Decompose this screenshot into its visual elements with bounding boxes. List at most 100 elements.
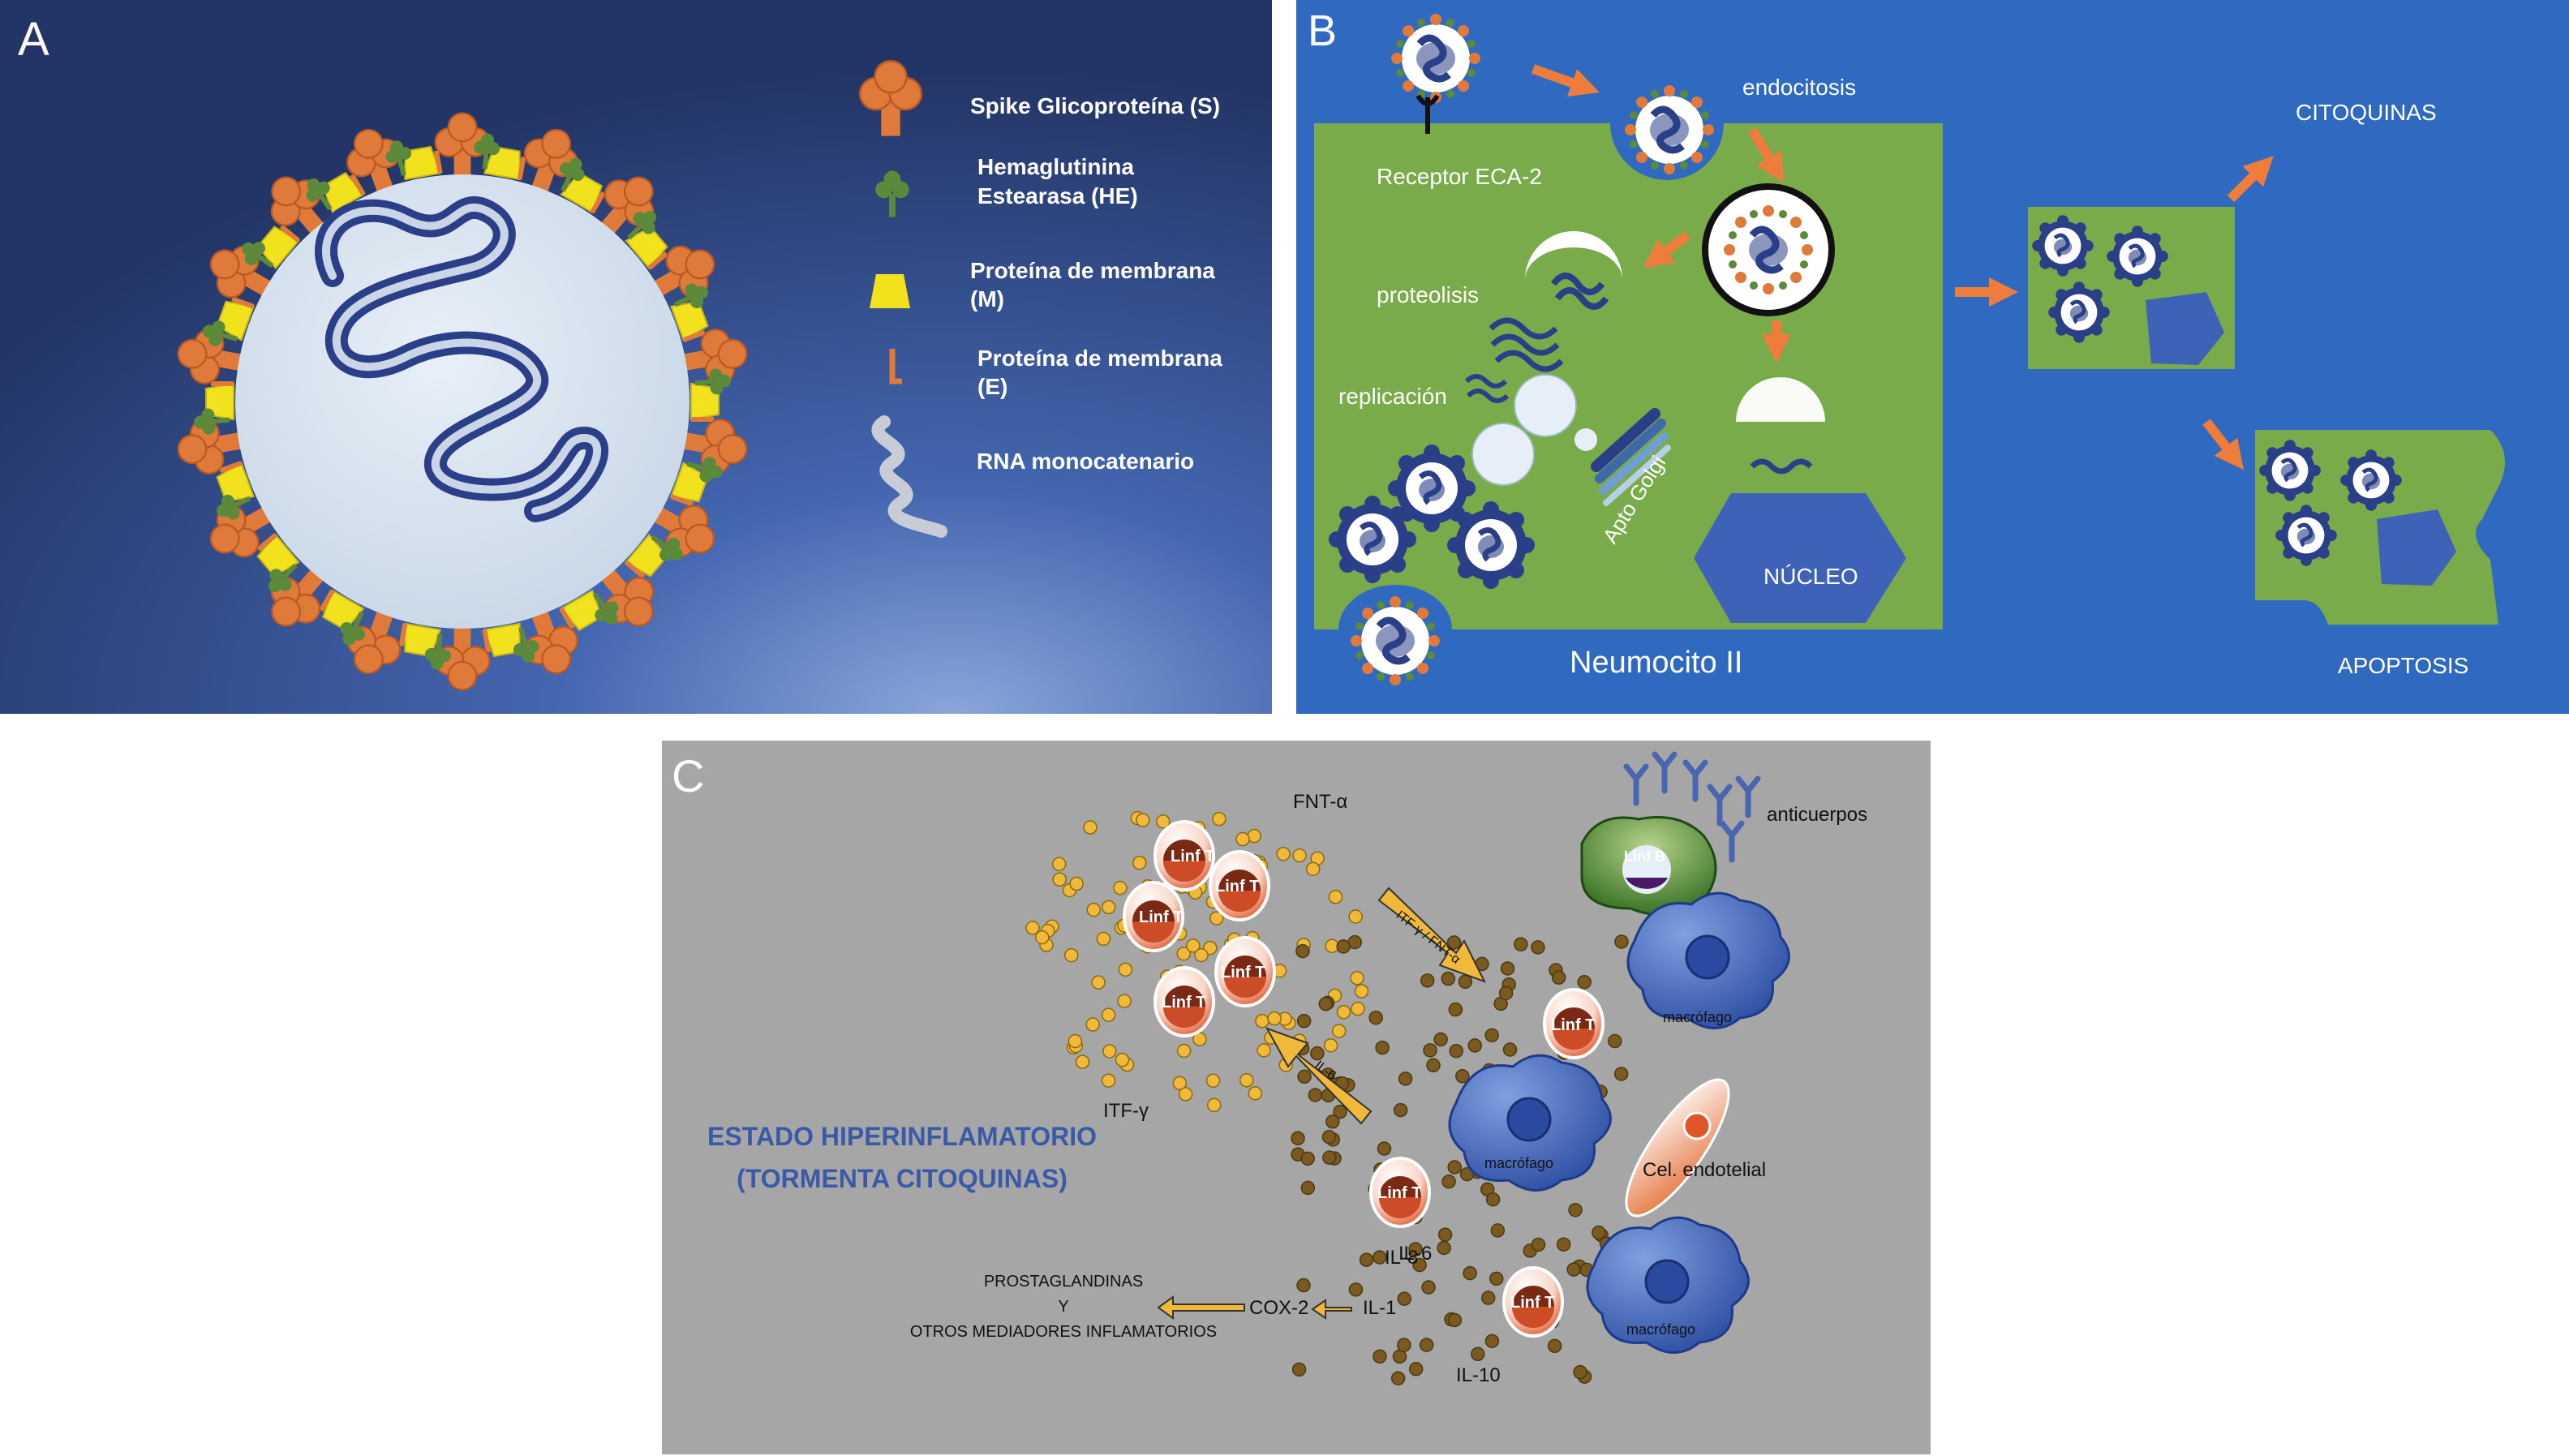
legend-rna-label: RNA monocatenario (977, 449, 1194, 474)
cytokine-dot (1480, 1291, 1496, 1305)
cytokine-dot (1096, 931, 1111, 947)
cytokine-dot (1212, 811, 1227, 827)
cytokine-dot (1348, 909, 1363, 924)
panel-c-background (660, 739, 1932, 1456)
cytokine-dot (1115, 1052, 1130, 1067)
label-il8: IL-8 (1385, 1247, 1418, 1269)
cytokine-dot (1448, 1002, 1463, 1017)
cytokine-dot (1194, 947, 1209, 963)
cytokine-dot (1489, 1271, 1504, 1286)
cytokine-dot (1556, 1237, 1571, 1252)
cytokine-dot (1437, 1227, 1453, 1242)
label-cox2: COX-2 (1249, 1297, 1308, 1319)
cytokine-dot (1463, 1265, 1477, 1281)
cytokine-dot (1101, 900, 1116, 915)
label-il10: IL-10 (1456, 1364, 1501, 1386)
cytokine-dot (1035, 930, 1050, 945)
cytokine-dot (1350, 971, 1364, 986)
t-lymphocyte-cluster: Linf T Linf T Linf T Linf T Linf T (1123, 820, 1276, 1037)
macrophage-label: macrófago (1626, 1321, 1695, 1338)
cytokine-dot (1296, 1013, 1312, 1029)
cytokine-dot (1551, 970, 1566, 985)
label-prostaglandinas-2: Y (1058, 1298, 1068, 1316)
replicating-rna (1489, 317, 1564, 372)
cytokine-dot (1172, 1076, 1188, 1091)
apoptotic-cell-nucleus (2377, 509, 2456, 586)
cytokine-dot (1136, 813, 1150, 827)
label-anticuerpos: anticuerpos (1767, 804, 1867, 826)
cytokine-dot (1531, 940, 1545, 955)
linf-t-label: Linf T (1171, 848, 1214, 865)
rna-icon (871, 415, 947, 538)
cytokine-dot (1336, 1004, 1351, 1020)
cytokine-dot (1267, 1011, 1282, 1026)
label-endocitosis: endocitosis (1742, 75, 1856, 100)
legend-he-label-2: Estearasa (HE) (977, 183, 1138, 208)
cytokine-dot (1577, 974, 1592, 990)
cytokine-dot (1300, 1151, 1315, 1166)
cytokine-dot (1447, 1312, 1463, 1328)
cytokine-dot (1484, 1028, 1499, 1043)
cytokine-dot (1318, 996, 1334, 1011)
label-nucleo: NÚCLEO (1764, 564, 1858, 589)
cytokine-dot (1292, 848, 1307, 863)
cytokine-dot (1467, 1038, 1482, 1053)
endosome-virus (1724, 205, 1813, 294)
uncoating-virus (1525, 231, 1622, 280)
label-receptor: Receptor ECA-2 (1377, 164, 1542, 189)
vesicle-small (1574, 428, 1597, 451)
cytokine-dot (1458, 974, 1473, 990)
progeny-virus (1329, 496, 1416, 583)
cytokine-dot (1592, 1225, 1606, 1240)
infected-cell-virus (2032, 215, 2094, 277)
cytokine-dot (1323, 1037, 1338, 1053)
cytokine-dot (1441, 1174, 1456, 1189)
nuclear-rna (1750, 458, 1813, 475)
cytokine-dot (1321, 1129, 1337, 1145)
cytokine-dot (1459, 1166, 1475, 1182)
label-il6-text: IL-6 (1398, 1243, 1432, 1265)
legend: Spike Glicoproteína (S) Hemaglutinina Es… (859, 60, 1222, 538)
cytokine-dot (1295, 943, 1310, 959)
legend-spike-label: Spike Glicoproteína (S) (970, 93, 1220, 118)
cytokine-dot (1207, 1097, 1222, 1113)
virus-envelope (235, 174, 690, 629)
linf-t-label: Linf T (1162, 994, 1205, 1011)
b-lymphocyte-core (1626, 878, 1668, 889)
released-rna (1550, 273, 1609, 310)
panel-c-letter: C (672, 750, 704, 801)
panel-c-title-2: (TORMENTA CITOQUINAS) (737, 1164, 1068, 1193)
cytokine-dot (1498, 986, 1514, 1001)
infected-cell-virus (2107, 225, 2168, 287)
linf-t-label: Linf T (1551, 1016, 1595, 1034)
cytokine-dot (1176, 1043, 1192, 1059)
cytokine-dot (1291, 1362, 1307, 1377)
infected-cell-virus (2048, 281, 2110, 343)
cytokine-dot (1297, 1069, 1312, 1084)
cytokine-dot (1568, 1202, 1583, 1218)
cytokine-dot (1075, 1054, 1090, 1069)
macrophage-label: macrófago (1663, 1009, 1732, 1025)
cytokine-dot (1068, 1033, 1083, 1049)
cytokine-dot (1351, 1001, 1365, 1016)
cytokine-dot (1608, 1033, 1622, 1049)
macrophage (1626, 891, 1790, 1029)
cytokine-dot (1377, 1141, 1392, 1156)
legend-m-label-2: (M) (970, 286, 1004, 311)
cytokine-dot (1025, 921, 1040, 935)
budding-virus (1736, 377, 1825, 422)
cytokine-dot (1502, 1042, 1518, 1057)
cytokine-dot (1447, 1160, 1462, 1175)
legend-m-label-1: Proteína de membrana (970, 258, 1215, 283)
cytokine-dot (1359, 1252, 1374, 1267)
cytokine-dot (1547, 1338, 1562, 1354)
cytokine-dot (1393, 1102, 1408, 1118)
cytokine-dot (1455, 1069, 1470, 1084)
label-itf: ITF-γ (1103, 1100, 1149, 1122)
cytokine-dot (1441, 971, 1456, 986)
label-il1: IL-1 (1363, 1297, 1396, 1319)
linf-t-label: Linf T (1139, 908, 1183, 926)
cytokine-dot (1248, 1086, 1263, 1101)
cytokine-dot (1186, 938, 1201, 953)
cytokine-dot (1308, 1088, 1323, 1102)
